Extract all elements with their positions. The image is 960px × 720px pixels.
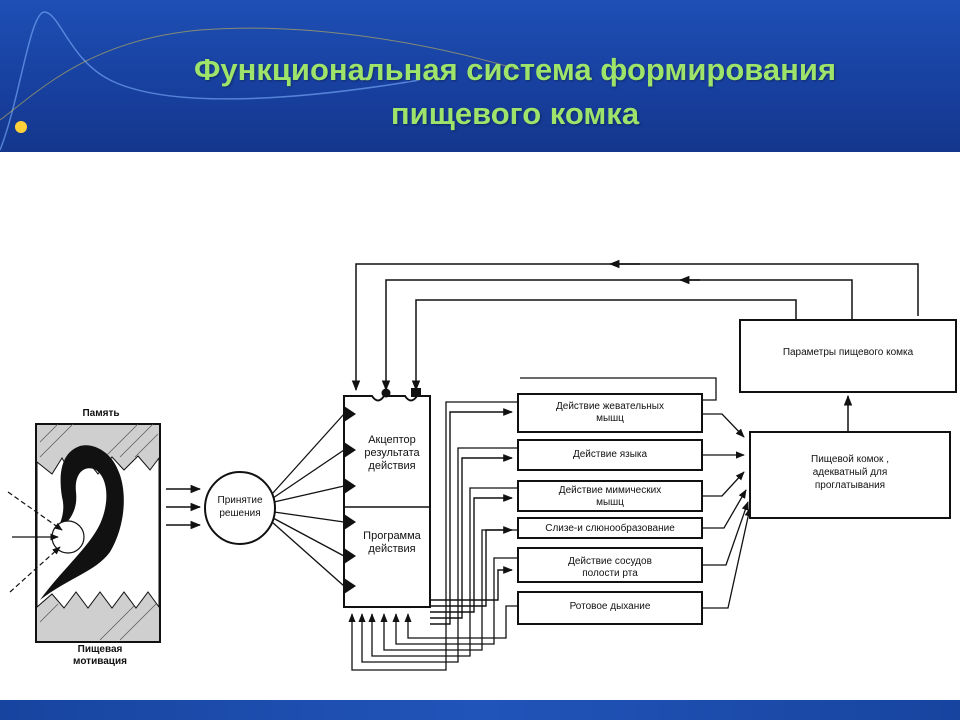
motivation-label-line2: мотивация	[73, 656, 127, 667]
action-3-line2: мышц	[596, 497, 624, 508]
actions-to-bolus	[702, 413, 752, 609]
memory-hatching	[39, 423, 159, 641]
feedback-loops	[351, 259, 919, 392]
bolus-label-line2: адекватный для	[812, 467, 888, 478]
action-1-line1: Действие жевательных	[556, 401, 664, 412]
header-decoration	[0, 11, 521, 151]
decision-fan-lines	[271, 413, 345, 587]
action-box-1	[517, 393, 703, 433]
action-boxes	[517, 393, 703, 625]
decision-node	[204, 471, 276, 545]
slide-header: Функциональная система формирования пище…	[0, 0, 960, 152]
title-line-1: Функциональная система формирования	[193, 52, 837, 87]
program-label-line1: Программа	[363, 530, 421, 542]
motivation-label-line1: Пищевая	[77, 644, 123, 655]
params-label: Параметры пищевого комка	[782, 347, 914, 358]
acceptor-program-box	[343, 395, 431, 608]
decision-label-line2: решения	[219, 508, 261, 519]
action-6-line1: Ротовое дыхание	[569, 601, 651, 612]
program-to-actions	[430, 408, 513, 625]
circle-endpoint-icon	[381, 388, 391, 398]
acceptor-label-line3: действия	[368, 460, 416, 472]
memory-motivation-block	[7, 423, 161, 643]
functional-system-diagram	[7, 259, 957, 671]
program-label-line2: действия	[368, 543, 416, 555]
action-1-line2: мышц	[596, 413, 624, 424]
actions-return-lines	[348, 377, 717, 671]
acceptor-label-line1: Акцептор	[368, 434, 416, 446]
action-box-6	[517, 591, 703, 625]
slide-title: Функциональная система формирования пище…	[90, 48, 940, 136]
square-endpoint-icon	[411, 388, 421, 397]
action-5-line2: полости рта	[582, 568, 638, 579]
action-box-2	[517, 439, 703, 471]
acceptor-label-line2: результата	[364, 447, 420, 459]
yellow-dot-icon	[15, 121, 27, 133]
decision-label-line1: Принятие	[217, 495, 263, 506]
motivation-dark-shape	[40, 445, 124, 600]
memory-label: Память	[82, 408, 120, 419]
action-3-line1: Действие мимических	[558, 485, 662, 496]
bolus-box	[749, 431, 951, 519]
title-line-2: пищевого комка	[390, 96, 640, 131]
action-5-line1: Действие сосудов	[568, 556, 652, 567]
action-2-line1: Действие языка	[572, 449, 648, 460]
bolus-label-line3: проглатывания	[814, 480, 886, 491]
action-4-line1: Слизе-и слюнообразование	[545, 523, 675, 534]
input-triangles	[344, 406, 356, 594]
bolus-label-line1: Пищевой комок ,	[811, 454, 889, 465]
params-box	[739, 319, 957, 393]
slide-footer	[0, 700, 960, 720]
feedback-endpoints	[381, 388, 421, 398]
memory-to-decision-arrows	[166, 484, 202, 530]
